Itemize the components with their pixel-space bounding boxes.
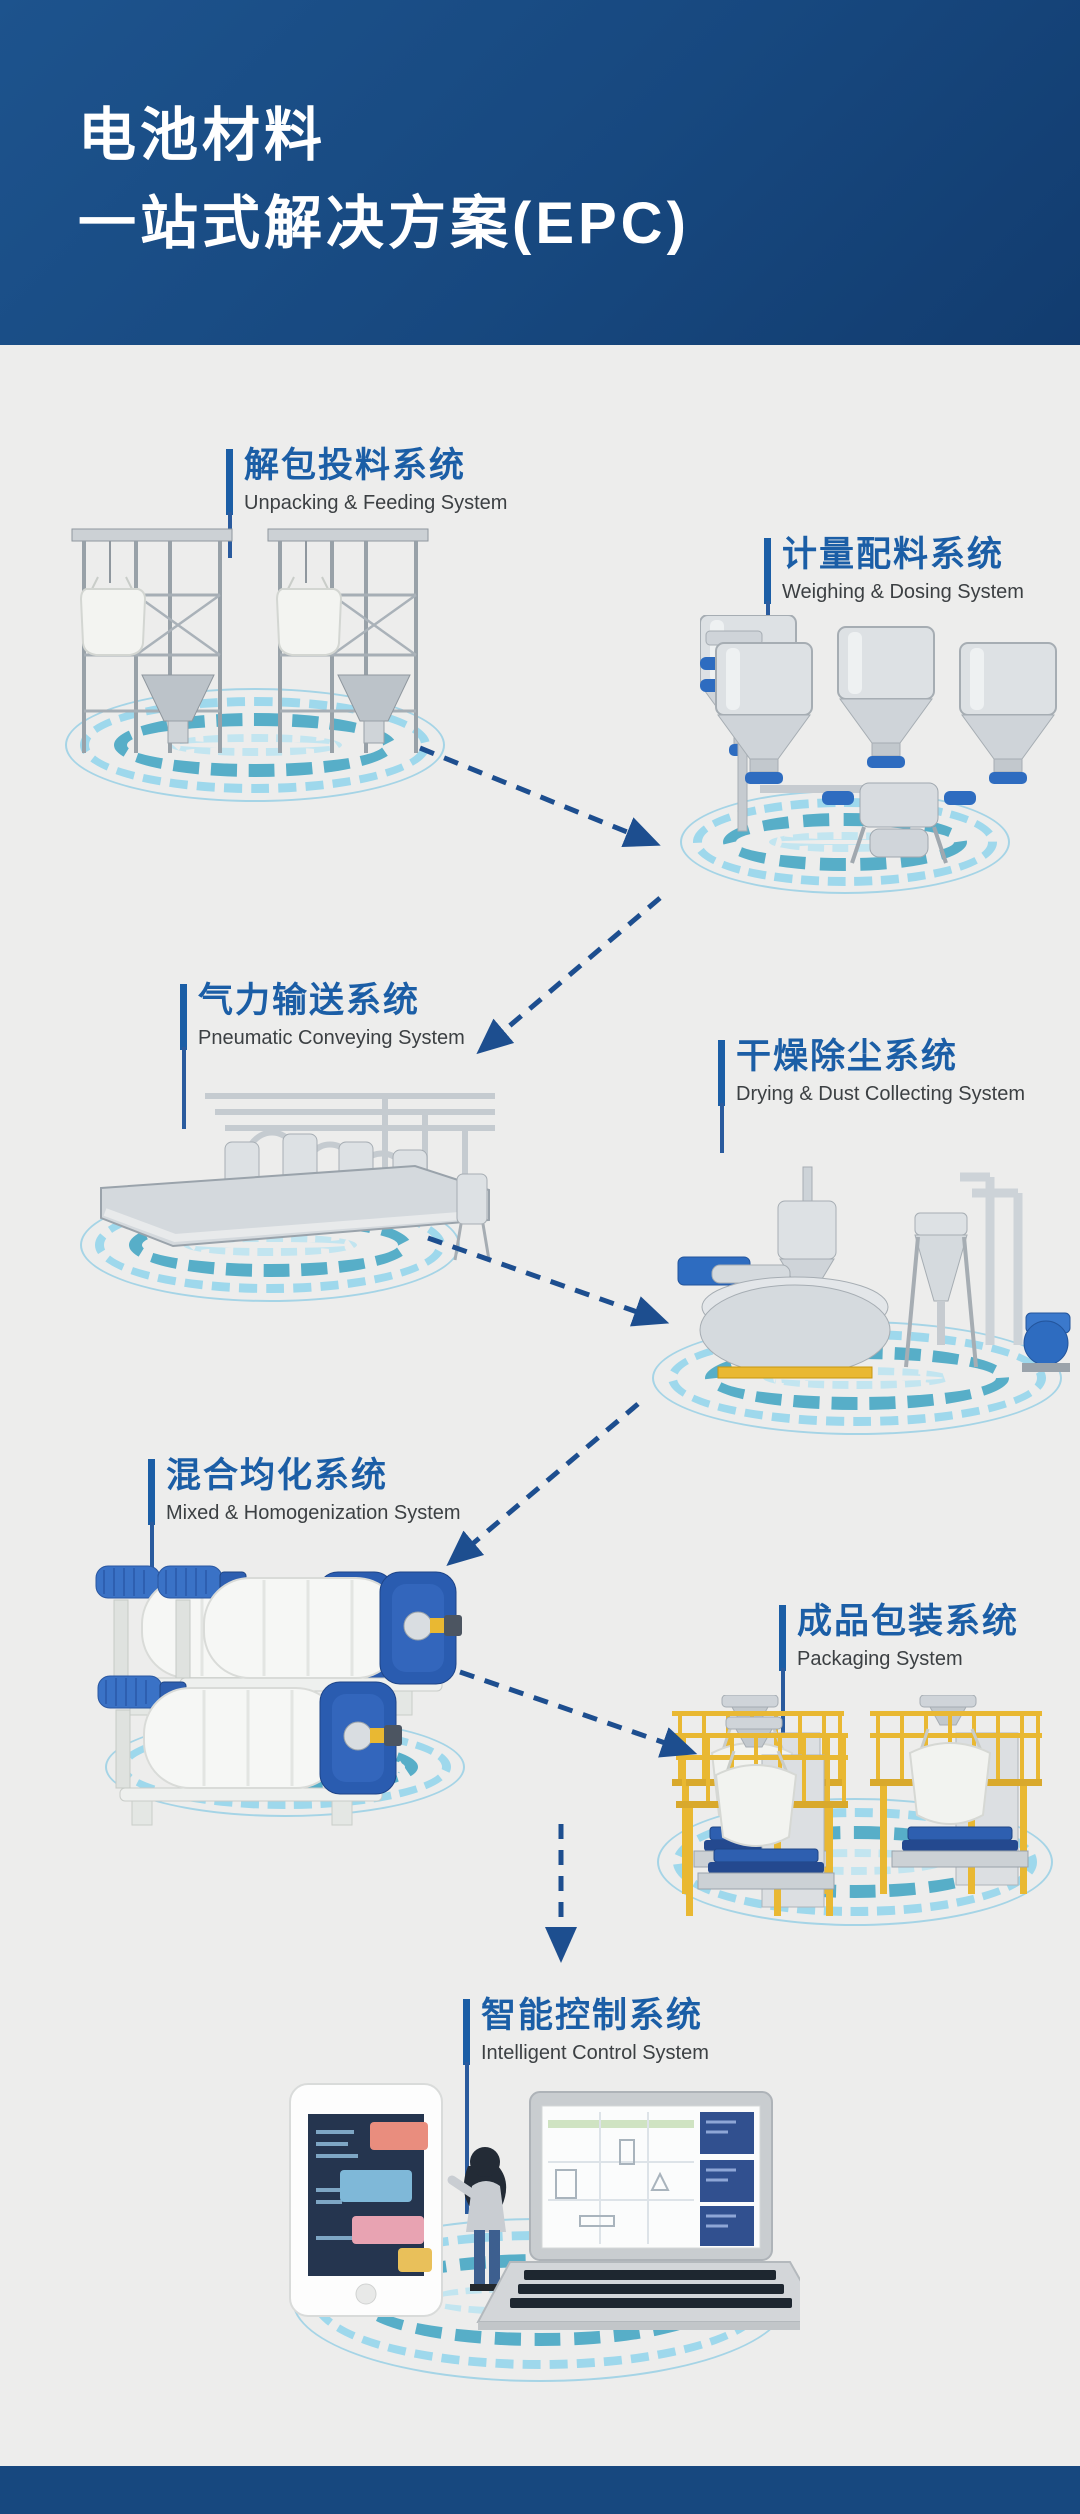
page-title-line1: 电池材料 — [78, 103, 327, 168]
pneumatic-equipment-illustration — [100, 1093, 495, 1261]
section-label-mixing: 混合均化系统 Mixed & Homogenization System — [148, 1456, 461, 1525]
drying-equipment-illustration — [677, 1166, 1071, 1379]
label-accent-bar — [226, 449, 233, 515]
section-label-drying: 干燥除尘系统 Drying & Dust Collecting System — [718, 1037, 1025, 1106]
section-title-en: Weighing & Dosing System — [782, 581, 1024, 603]
flow-arrow-1 — [419, 745, 661, 847]
header-banner: 电池材料 一站式解决方案(EPC) — [0, 0, 1080, 345]
section-label-control: 智能控制系统 Intelligent Control System — [463, 1996, 709, 2065]
flow-arrow-5 — [459, 1669, 698, 1758]
section-title-zh: 成品包装系统 — [797, 1602, 1020, 1641]
section-title-zh: 计量配料系统 — [782, 535, 1005, 574]
section-title-en: Unpacking & Feeding System — [244, 492, 508, 514]
section-title-zh: 混合均化系统 — [166, 1456, 389, 1495]
label-accent-bar — [718, 1040, 725, 1106]
page-title: 电池材料 一站式解决方案(EPC) — [78, 92, 690, 268]
flow-arrow-4 — [446, 1402, 640, 1567]
label-connector-line — [182, 1047, 186, 1129]
section-label-weighing: 计量配料系统 Weighing & Dosing System — [764, 535, 1024, 604]
section-label-unpacking: 解包投料系统 Unpacking & Feeding System — [226, 446, 507, 515]
flow-arrow-2 — [476, 896, 662, 1055]
label-accent-bar — [779, 1605, 786, 1671]
packaging-equipment-illustration — [672, 1695, 1044, 1918]
label-accent-bar — [764, 538, 771, 604]
section-label-packaging: 成品包装系统 Packaging System — [779, 1602, 1019, 1671]
label-connector-line — [465, 2062, 469, 2214]
section-title-en: Drying & Dust Collecting System — [736, 1083, 1025, 1105]
mixing-equipment-illustration — [95, 1564, 464, 1827]
footer-bar — [0, 2466, 1080, 2514]
section-title-en: Intelligent Control System — [481, 2042, 709, 2064]
section-title-zh: 智能控制系统 — [481, 1996, 704, 2035]
label-accent-bar — [180, 984, 187, 1050]
control-equipment-illustration — [289, 2083, 800, 2330]
section-title-en: Mixed & Homogenization System — [166, 1502, 461, 1524]
weighing-equipment-illustration — [700, 615, 1057, 864]
section-label-pneumatic: 气力输送系统 Pneumatic Conveying System — [180, 981, 465, 1050]
section-title-zh: 气力输送系统 — [198, 981, 421, 1020]
unpacking-equipment-illustration — [71, 527, 430, 755]
section-title-en: Packaging System — [797, 1648, 963, 1670]
section-title-zh: 解包投料系统 — [244, 446, 467, 485]
label-connector-line — [720, 1103, 724, 1153]
section-title-zh: 干燥除尘系统 — [736, 1037, 959, 1076]
page-title-line2: 一站式解决方案(EPC) — [78, 191, 690, 256]
section-title-en: Pneumatic Conveying System — [198, 1027, 465, 1049]
label-accent-bar — [463, 1999, 470, 2065]
label-accent-bar — [148, 1459, 155, 1525]
